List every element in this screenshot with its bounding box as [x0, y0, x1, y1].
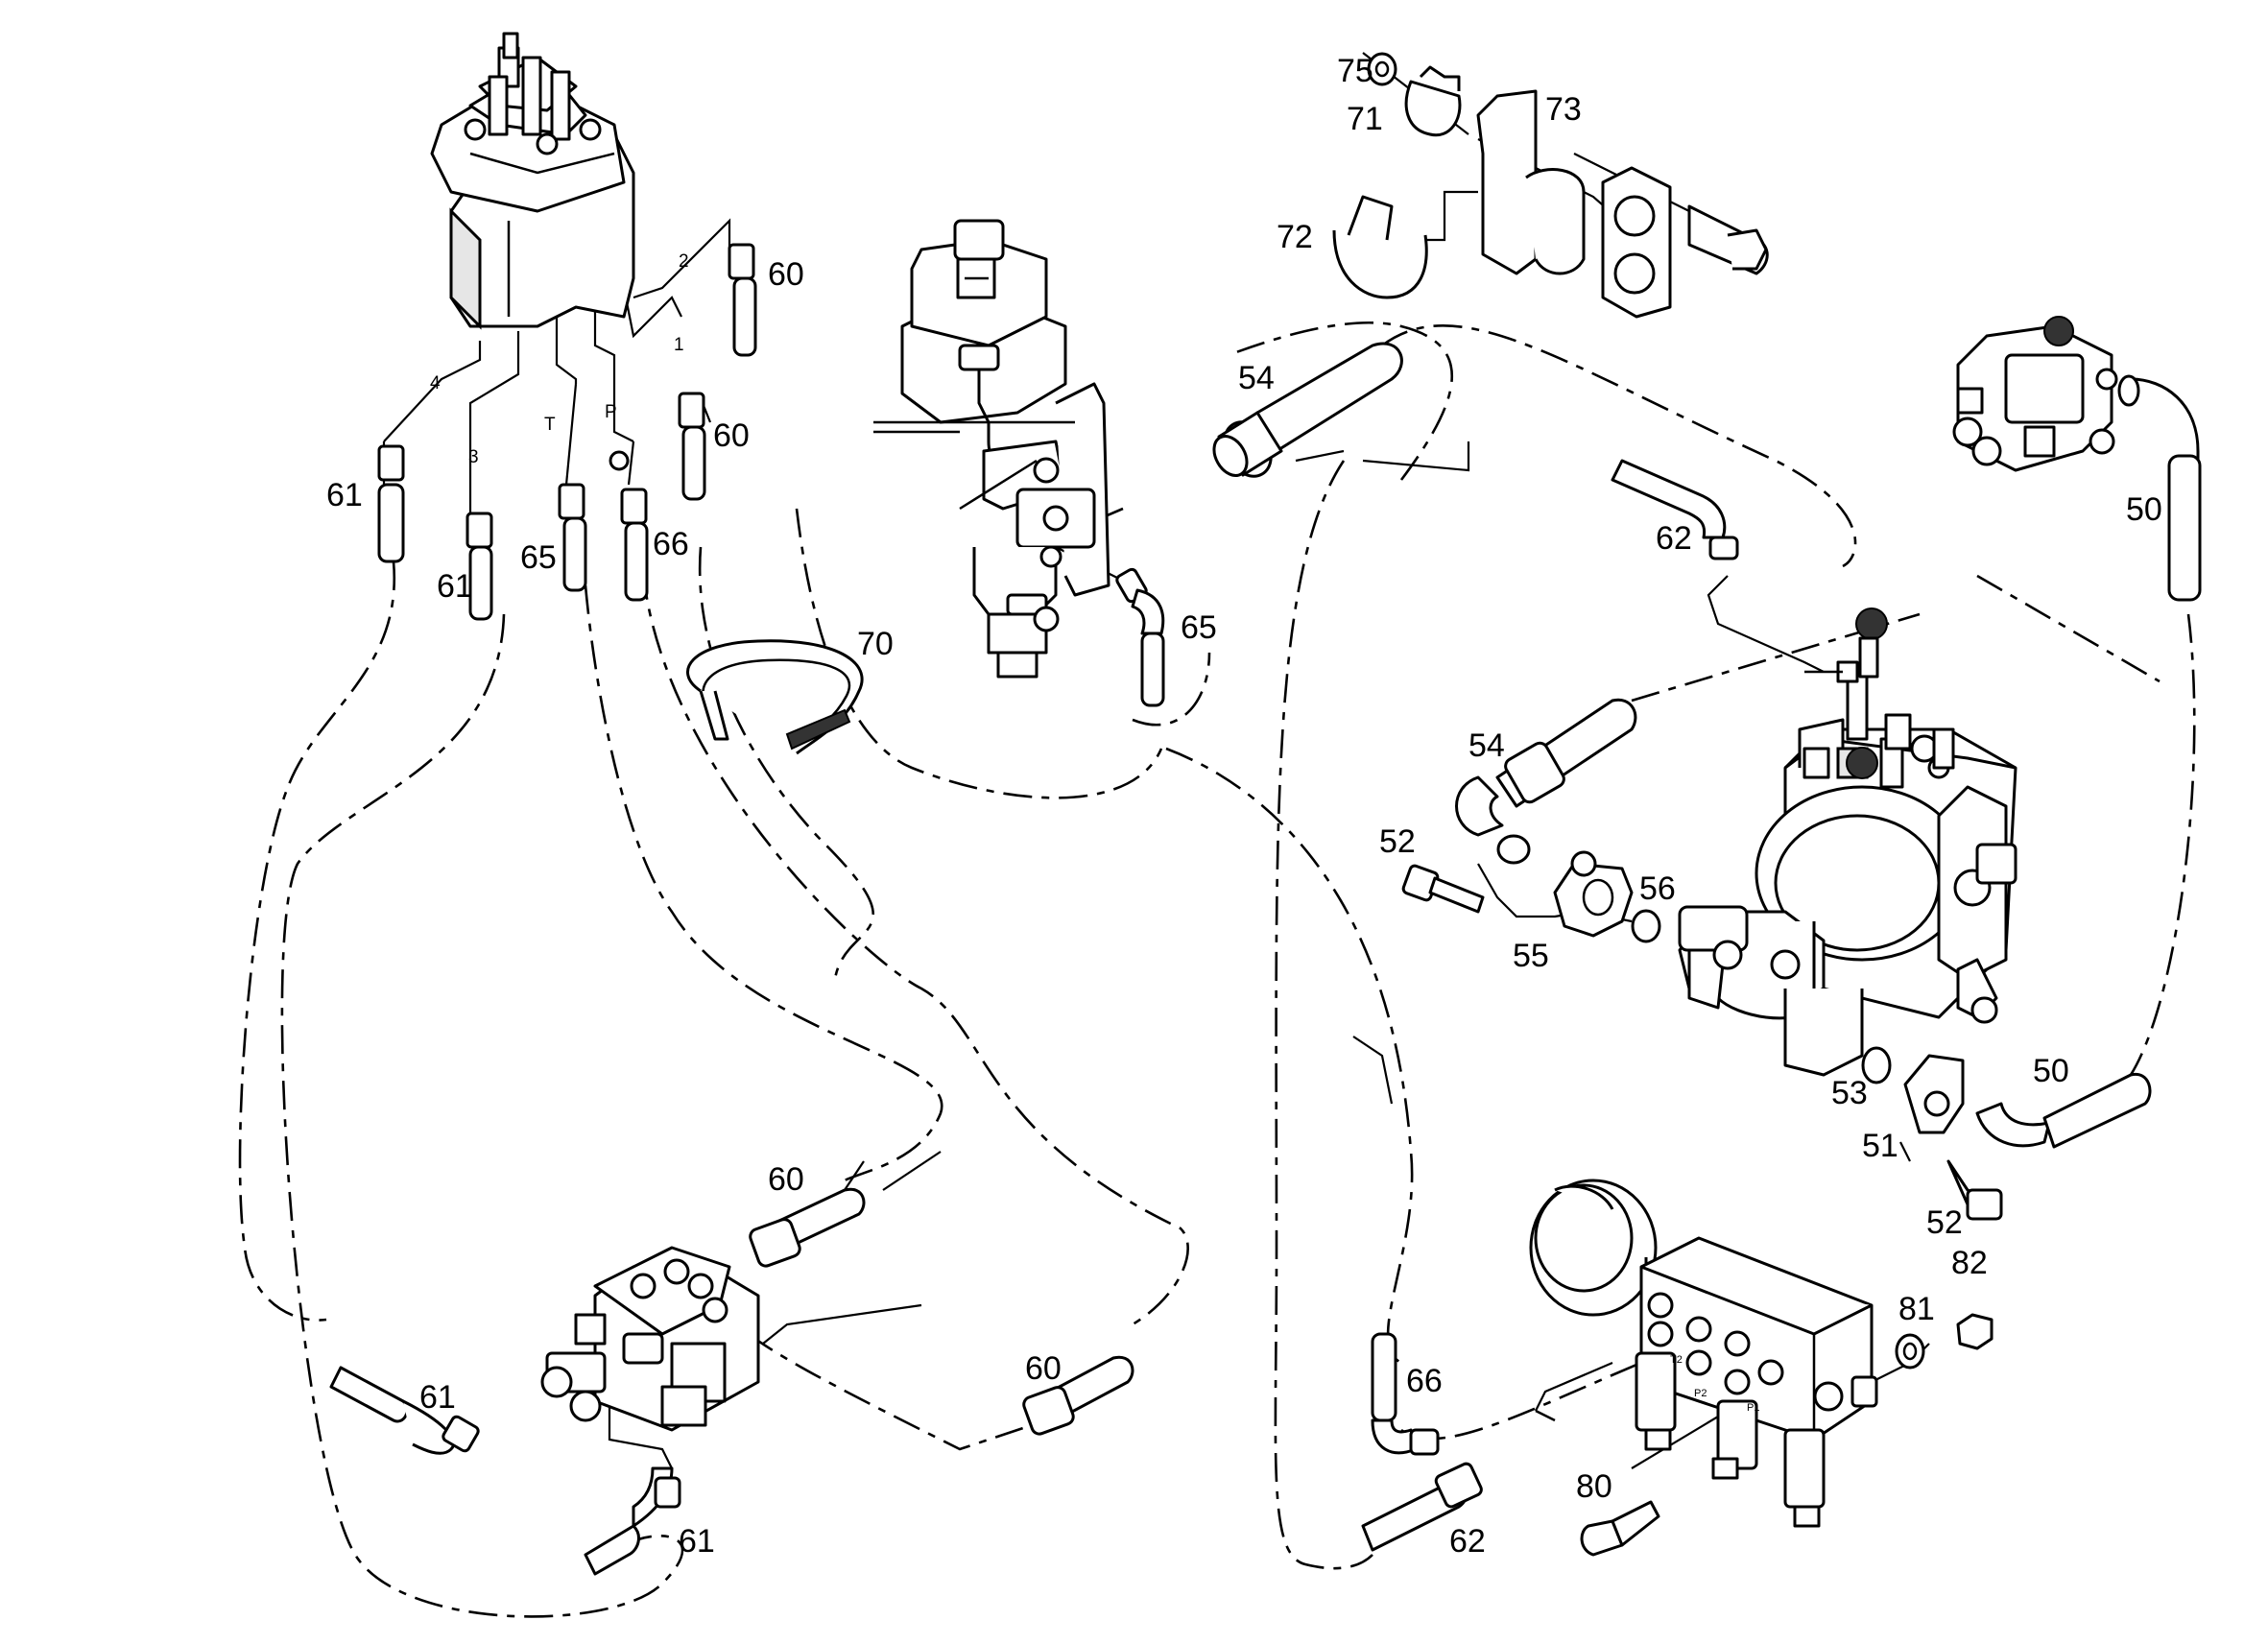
- hose-54-upper-icon: [1212, 342, 1403, 478]
- callout-70: 70: [857, 626, 894, 662]
- callout-65: 65: [1181, 609, 1217, 646]
- bolt-80-icon: [1580, 1313, 1993, 1557]
- callout-75: 75: [1337, 53, 1373, 89]
- bracket-icon: [1332, 52, 1769, 319]
- callout-52: 52: [1926, 1204, 1963, 1241]
- callout-60: 60: [1025, 1350, 1062, 1387]
- port-labels: 4 3 T P 1 2: [430, 251, 689, 467]
- callout-61: 61: [437, 568, 473, 605]
- hose-62-upper-icon: [1611, 459, 1739, 560]
- callout-52: 52: [1379, 823, 1416, 860]
- callout-54: 54: [1238, 360, 1275, 396]
- callout-61: 61: [419, 1379, 456, 1416]
- port-label-2: 2: [679, 251, 689, 272]
- hose-lower-icon: [329, 1187, 1483, 1576]
- steering-unit-icon: [430, 32, 635, 330]
- control-valve-top-right-icon: [1952, 316, 2202, 602]
- callout-62: 62: [1449, 1523, 1486, 1560]
- callout-80: 80: [1576, 1468, 1612, 1505]
- callout-66: 66: [653, 526, 689, 562]
- port-label-4: 4: [430, 373, 441, 393]
- block-label-p2: P2: [1694, 1388, 1707, 1399]
- electro-valve-icon: [873, 219, 1110, 679]
- accumulator-block-icon: T2 P2 P1: [1529, 1179, 1878, 1528]
- control-valve-bottom-left-icon: [540, 1246, 760, 1432]
- callout-60: 60: [713, 417, 750, 454]
- callout-56: 56: [1639, 870, 1676, 907]
- callout-73: 73: [1545, 91, 1582, 128]
- callout-61: 61: [679, 1523, 715, 1560]
- port-label-t: T: [544, 415, 556, 435]
- callout-81: 81: [1898, 1291, 1935, 1327]
- callout-60: 60: [768, 256, 804, 293]
- callout-62: 62: [1656, 520, 1692, 557]
- callout-53: 53: [1831, 1075, 1868, 1111]
- callout-60: 60: [768, 1161, 804, 1198]
- callout-55: 55: [1513, 938, 1549, 974]
- callout-54: 54: [1468, 727, 1505, 764]
- block-label-p1: P1: [1747, 1402, 1759, 1414]
- callout-71: 71: [1347, 101, 1383, 137]
- callout-66: 66: [1406, 1363, 1443, 1399]
- hose-54-lower-icon: [1455, 698, 1637, 865]
- hydraulic-pump-icon: [1678, 608, 2017, 1077]
- callout-72: 72: [1277, 219, 1313, 255]
- block-label-t2: T2: [1670, 1354, 1683, 1366]
- port-label-1: 1: [674, 335, 684, 355]
- flange-51-icon: [1861, 1046, 2152, 1221]
- clamp-icon: [686, 639, 864, 755]
- port-label-p: P: [605, 402, 617, 422]
- callout-50: 50: [2033, 1053, 2069, 1089]
- callout-50: 50: [2126, 491, 2162, 528]
- callout-61: 61: [326, 477, 363, 513]
- port-label-3: 3: [468, 447, 479, 467]
- callout-82: 82: [1951, 1245, 1988, 1281]
- callout-labels: 60 60 61 61 65 66 70 65 54 62 75 71 73 7…: [326, 53, 2162, 1560]
- hose-icon: [377, 243, 757, 621]
- elbow-fitting-icon: [1115, 567, 1165, 707]
- flange-55-icon: [1401, 850, 1661, 943]
- callout-51: 51: [1862, 1128, 1898, 1164]
- callout-65: 65: [520, 539, 557, 576]
